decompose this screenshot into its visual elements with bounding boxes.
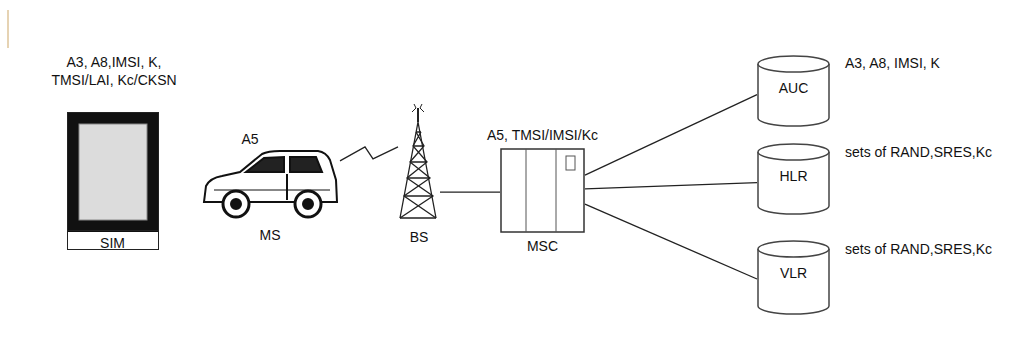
cabinet-outline [501, 149, 584, 232]
sim-separator [68, 230, 158, 231]
msc-contents: A5, TMSI/IMSI/Kc [487, 126, 598, 144]
station-label: BS [410, 228, 429, 246]
switching-center: A5, TMSI/IMSI/KcMSC [500, 148, 585, 233]
sim-card: A3, A8,IMSI, K, TMSI/LAI, Kc/CKSNSIM [67, 112, 159, 250]
cylinder-top [758, 144, 829, 160]
frame-line [7, 10, 9, 48]
link-line [585, 204, 757, 279]
connector-path [440, 192, 500, 193]
car-illustration [204, 151, 337, 217]
link-line [585, 95, 757, 176]
algorithm-label: A5 [241, 130, 258, 148]
cylinder-body [758, 152, 829, 214]
database-cylinder: HLRsets of RAND,SRES,Kc [757, 143, 830, 215]
link-line [585, 183, 757, 189]
database-cylinder: AUCA3, A8, IMSI, K [757, 55, 830, 127]
sim-inner [79, 124, 147, 220]
sim-contents: A3, A8,IMSI, K, TMSI/LAI, Kc/CKSN [39, 53, 189, 89]
msc-cabinet [500, 148, 585, 233]
cabinet-panel [566, 156, 575, 170]
connector-path [585, 95, 757, 176]
link-line [440, 192, 500, 193]
database-label: VLR [780, 264, 807, 282]
radio-link [340, 147, 398, 161]
database-contents: A3, A8, IMSI, K [845, 54, 940, 72]
connector-path [585, 204, 757, 279]
cylinder-top [758, 241, 829, 257]
cylinder-body [758, 64, 829, 126]
tower-illustration [400, 104, 436, 218]
sim-frame [67, 112, 159, 232]
sim-label: SIM [100, 234, 125, 252]
cylinder-body [758, 249, 829, 314]
base-station: BS [398, 104, 440, 220]
database-contents: sets of RAND,SRES,Kc [845, 240, 992, 258]
connector-path [340, 147, 398, 161]
cabinet-line [526, 149, 527, 232]
database-contents: sets of RAND,SRES,Kc [845, 143, 992, 161]
msc-label: MSC [527, 237, 558, 255]
station-label: MS [260, 226, 281, 244]
cylinder-top [758, 56, 829, 72]
database-cylinder: VLRsets of RAND,SRES,Kc [757, 240, 830, 315]
cabinet-line [556, 149, 557, 232]
connector-path [585, 183, 757, 189]
database-label: HLR [779, 167, 807, 185]
database-label: AUC [779, 79, 809, 97]
mobile-station: A5MS [200, 150, 340, 218]
